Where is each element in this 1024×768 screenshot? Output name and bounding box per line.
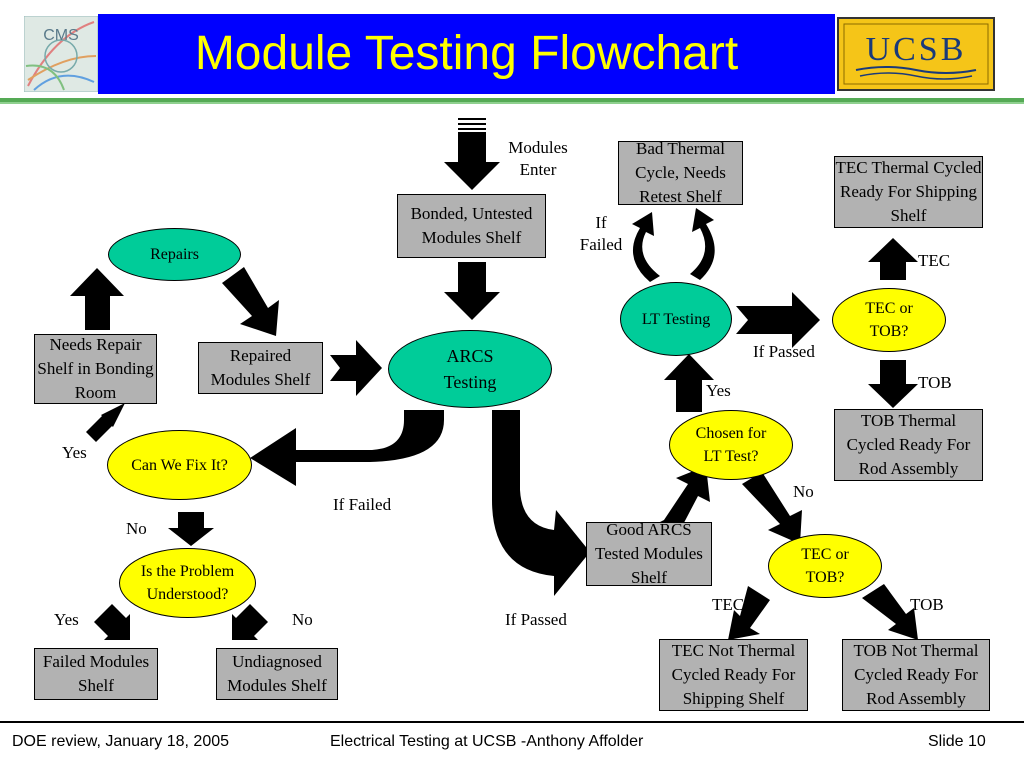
tob-bottom-label: TOB (910, 595, 944, 614)
yes-fix-label: Yes (62, 443, 87, 462)
arrow-fix-no (168, 512, 214, 546)
if-failed-lt-label: If Failed (579, 213, 623, 254)
tec-bottom-label: TEC (712, 595, 745, 614)
problem-understood-node: Is the Problem Understood? (119, 548, 256, 618)
arrow-repaired-to-arcs (330, 340, 382, 396)
arrow-understood-yes (94, 604, 130, 640)
arrow-bonded-to-arcs (444, 262, 500, 320)
svg-text:CMS: CMS (43, 27, 79, 44)
tob-not-thermal-shelf: TOB Not Thermal Cycled Ready For Rod Ass… (842, 639, 990, 711)
modules-enter-label: Modules Enter (508, 138, 568, 179)
arrow-chosen-yes (664, 354, 714, 412)
arrow-bottom-tob (862, 584, 918, 640)
failed-modules-shelf: Failed Modules Shelf (34, 648, 158, 700)
tec-thermal-ready-shelf: TEC Thermal Cycled Ready For Shipping Sh… (834, 156, 983, 228)
arrow-arcs-passed (492, 410, 590, 596)
arrow-top-tec (868, 238, 918, 280)
good-arcs-shelf: Good ARCS Tested Modules Shelf (586, 520, 712, 587)
entry-bar (458, 128, 486, 130)
bad-thermal-shelf: Bad Thermal Cycle, Needs Retest Shelf (618, 139, 743, 206)
arcs-testing-node: ARCS Testing (388, 330, 552, 408)
no-understood-label: No (292, 610, 313, 629)
repairs-node: Repairs (108, 228, 241, 281)
footer-rule (0, 721, 1024, 723)
arrow-top-tob (868, 360, 918, 408)
can-we-fix-node: Can We Fix It? (107, 430, 252, 500)
arrow-arcs-failed (250, 410, 444, 486)
title-bar (98, 14, 835, 94)
arrow-fix-yes (86, 403, 125, 442)
tec-or-tob-top-node: TEC or TOB? (832, 288, 946, 352)
yes-understood-label: Yes (54, 610, 79, 629)
arrow-lt-failed-left (632, 212, 660, 282)
no-fix-label: No (126, 519, 147, 538)
entry-bar (458, 118, 486, 120)
svg-text:UCSB: UCSB (866, 31, 967, 68)
chosen-for-lt-node: Chosen for LT Test? (669, 410, 793, 480)
arrow-good-to-chosen (652, 466, 710, 538)
lt-testing-node: LT Testing (620, 282, 732, 356)
footer-center: Electrical Testing at UCSB -Anthony Affo… (330, 733, 644, 750)
arrow-understood-no (232, 604, 268, 640)
header-rule (0, 98, 1024, 102)
arrow-lt-to-tectob (736, 292, 820, 348)
ucsb-logo: UCSB (836, 16, 996, 92)
arrow-bottom-tec (728, 586, 770, 640)
arrow-lt-failed-right (690, 208, 715, 280)
tob-thermal-ready-shelf: TOB Thermal Cycled Ready For Rod Assembl… (834, 409, 983, 481)
tec-top-label: TEC (918, 251, 951, 270)
yes-lt-label: Yes (706, 381, 731, 400)
if-failed-center-label: If Failed (333, 495, 392, 514)
arrow-repairs-to-repaired (222, 267, 279, 336)
no-lt-label: No (793, 482, 814, 501)
if-passed-center-label: If Passed (505, 610, 567, 629)
entry-bar (458, 123, 486, 125)
tob-top-label: TOB (918, 373, 952, 392)
entry-arrow (444, 132, 500, 190)
repaired-modules-shelf: Repaired Modules Shelf (198, 342, 323, 394)
arrow-chosen-no (742, 472, 802, 544)
header-rule-light (0, 102, 1024, 104)
cms-logo: CMS (23, 15, 99, 93)
bonded-untested-shelf: Bonded, Untested Modules Shelf (397, 194, 546, 258)
footer-right: Slide 10 (928, 733, 986, 750)
needs-repair-shelf: Needs Repair Shelf in Bonding Room (34, 334, 157, 404)
tec-or-tob-bottom-node: TEC or TOB? (768, 534, 882, 598)
if-passed-lt-label: If Passed (753, 342, 815, 361)
undiagnosed-modules-shelf: Undiagnosed Modules Shelf (216, 648, 338, 700)
arrow-needsrepair-to-repairs (70, 268, 124, 330)
slide-title: Module Testing Flowchart (194, 27, 739, 80)
tec-not-thermal-shelf: TEC Not Thermal Cycled Ready For Shippin… (659, 639, 808, 711)
footer-left: DOE review, January 18, 2005 (12, 733, 230, 750)
